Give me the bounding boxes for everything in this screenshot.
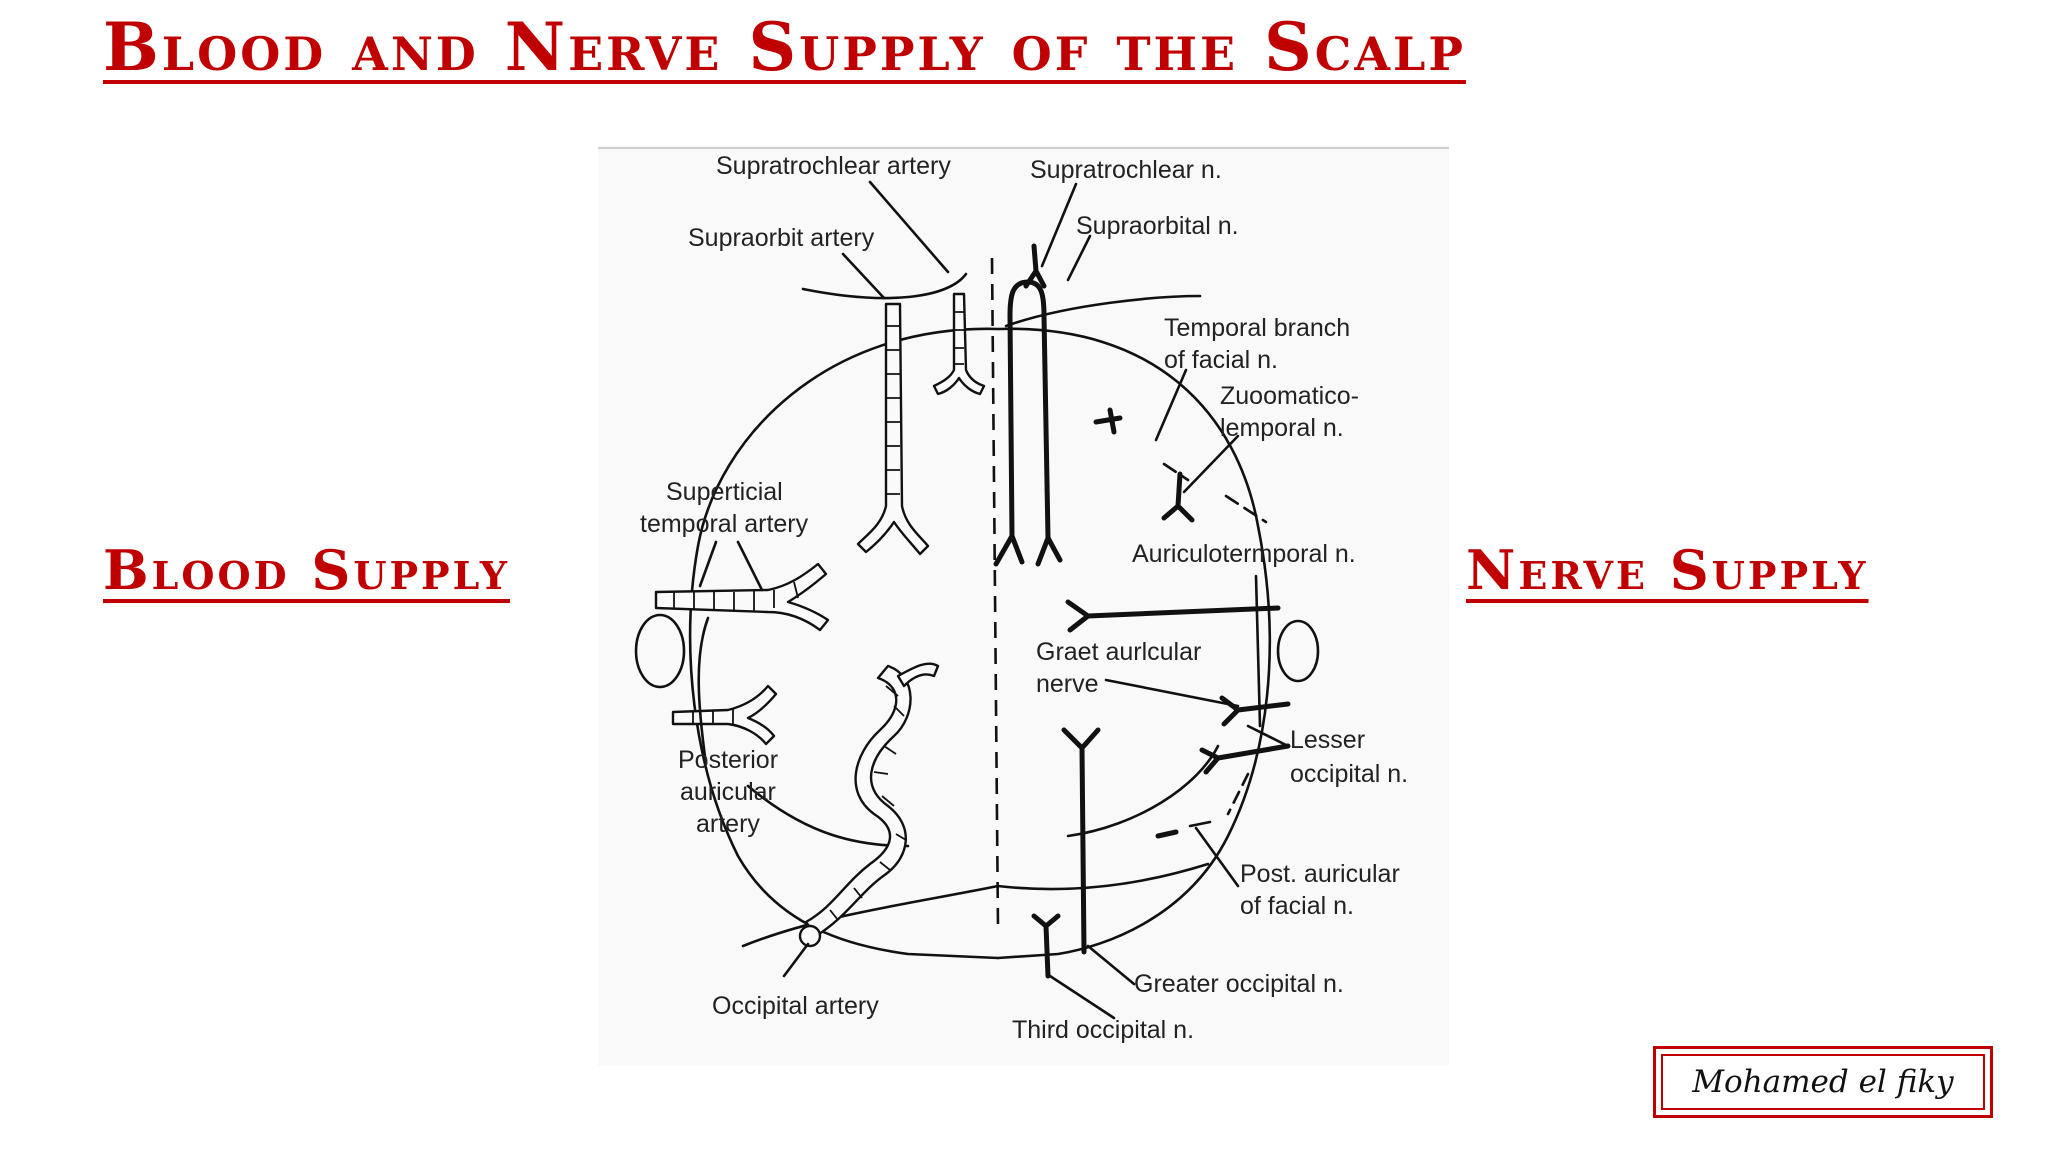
label-great-auricular-1: Graet aurlcular (1036, 638, 1201, 666)
label-supraorbital-n: Supraorbital n. (1076, 212, 1239, 240)
label-greater-occipital-n: Greater occipital n. (1134, 970, 1344, 998)
greater-occipital-nerve (1061, 727, 1101, 955)
leader-zygomaticotemporal (1182, 434, 1240, 494)
label-auriculotemporal-n: Auriculotermporal n. (1132, 540, 1356, 568)
leader-superficial-temporal-a (698, 540, 718, 588)
label-posterior-auricular-artery-1: Posterior (678, 746, 778, 774)
right-ear (1276, 619, 1320, 683)
leader-supraorbit-artery (841, 252, 886, 300)
label-lesser-occipital-1: Lesser (1290, 726, 1365, 754)
label-temporal-branch-1: Temporal branch (1164, 314, 1350, 342)
blood-supply-heading: Blood Supply (103, 538, 511, 602)
scalp-diagram-panel: Supratrochlear artery Supraorbit artery … (598, 146, 1449, 1066)
midline (990, 257, 1000, 929)
right-scalp-outline (996, 327, 1272, 960)
label-post-auricular-2: of facial n. (1240, 892, 1354, 920)
label-great-auricular-2: nerve (1036, 670, 1099, 698)
leader-greater-occipital (1086, 944, 1136, 986)
posterior-auricular-artery (671, 684, 778, 746)
label-zygomaticotemporal-1: Zuoomatico- (1220, 382, 1359, 410)
label-supratrochlear-n: Supratrochlear n. (1030, 156, 1222, 184)
third-occipital-nerve (1031, 913, 1061, 979)
nuchal-line-left (741, 884, 1000, 948)
label-post-auricular-1: Post. auricular (1240, 860, 1400, 888)
signature-box: Mohamed el fiky (1653, 1046, 1993, 1118)
label-lesser-occipital-2: occipital n. (1290, 760, 1408, 788)
right-brow-line (1004, 294, 1202, 328)
temporal-branch-of-facial-nerve (1093, 407, 1268, 524)
supraorbital-artery (856, 302, 930, 556)
lesser-occipital-nerve (1199, 743, 1291, 816)
leader-great-auricular (1104, 678, 1240, 708)
great-auricular-nerve (1219, 695, 1291, 727)
supratrochlear-artery (932, 292, 986, 396)
leader-supratrochlear-n (1040, 182, 1078, 268)
label-posterior-auricular-artery-3: artery (696, 810, 760, 838)
left-ear (634, 613, 686, 689)
page-title: Blood and Nerve Supply of the Scalp (103, 8, 1466, 86)
leader-lesser-occipital (1246, 724, 1290, 748)
leader-auriculotemporal (1254, 574, 1262, 728)
label-third-occipital-n: Third occipital n. (1012, 1016, 1194, 1044)
leader-lines (697, 180, 1290, 1020)
leader-post-auricular (1194, 826, 1240, 888)
leader-occipital-artery (782, 942, 810, 978)
label-occipital-artery: Occipital artery (712, 992, 879, 1020)
leader-supratrochlear-artery (868, 180, 950, 274)
supratrochlear-nerve (1023, 243, 1047, 289)
left-scalp-outline (688, 327, 1000, 960)
post-auricular-of-facial-nerve (1155, 820, 1212, 839)
leader-supraorbital-n (1066, 234, 1092, 282)
leader-third-occipital (1048, 974, 1116, 1020)
zygomaticotemporal-nerve (1161, 471, 1195, 523)
supraorbital-nerve (993, 279, 1063, 567)
superficial-temporal-artery (654, 562, 830, 632)
auriculotemporal-nerve (1065, 599, 1281, 633)
leader-posterior-auricular (697, 616, 710, 766)
label-superficial-temporal-artery-1: Superticial (666, 478, 783, 506)
label-posterior-auricular-artery-2: auricular (680, 778, 776, 806)
leader-temporal-branch (1154, 368, 1188, 442)
leader-superficial-temporal-b (736, 540, 764, 592)
label-supratrochlear-artery: Supratrochlear artery (716, 152, 951, 180)
right-occipital-contour (1066, 744, 1220, 838)
label-supraorbit-artery: Supraorbit artery (688, 224, 875, 252)
nuchal-line-right (996, 862, 1210, 891)
occipital-artery (798, 662, 940, 948)
label-temporal-branch-2: of facial n. (1164, 346, 1278, 374)
signature-text: Mohamed el fiky (1661, 1054, 1985, 1110)
label-superficial-temporal-artery-2: temporal artery (640, 510, 809, 538)
left-brow-line (801, 272, 968, 300)
scalp-diagram: Supratrochlear artery Supraorbit artery … (598, 147, 1449, 1044)
nerve-supply-heading: Nerve Supply (1466, 538, 1869, 602)
label-zygomaticotemporal-2: lemporal n. (1220, 414, 1344, 442)
